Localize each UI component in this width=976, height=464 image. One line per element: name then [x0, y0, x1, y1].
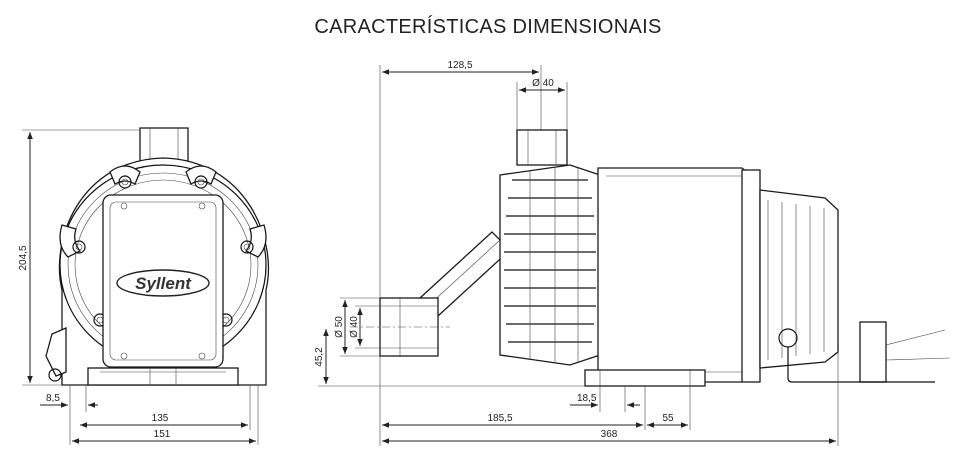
dim-height: 204,5: [18, 245, 29, 270]
dim-overall-length: 368: [601, 429, 618, 440]
dim-outlet-inner: Ø 40: [349, 316, 360, 338]
brand-logo: Syllent: [116, 269, 210, 297]
dim-outlet-outer: Ø 50: [334, 316, 345, 338]
front-lugs: [59, 165, 267, 258]
front-view: Syllent 204,5 8,5 135 151: [18, 127, 270, 445]
dim-length-to-foot: 185,5: [487, 413, 512, 424]
dim-top-length: 128,5: [447, 60, 472, 71]
front-bolts: [72, 175, 254, 327]
dim-top-port: Ø 40: [532, 78, 554, 89]
terminal-box-screws: [120, 202, 206, 360]
dim-offset: 8,5: [46, 393, 60, 404]
dim-foot-span: 55: [662, 413, 674, 424]
side-view: 128,5 Ø 40 Ø 50 Ø 40 45,2 185,5 18,5: [314, 60, 951, 446]
page-title: CARACTERÍSTICAS DIMENSIONAIS: [314, 16, 662, 38]
dim-foot-offset: 18,5: [577, 393, 597, 404]
dim-base-outer: 151: [154, 429, 171, 440]
volute-ribs: [504, 168, 596, 362]
brand-logo-text: Syllent: [135, 274, 192, 293]
dim-base-inner: 135: [152, 413, 169, 424]
dim-outlet-height: 45,2: [314, 347, 325, 367]
